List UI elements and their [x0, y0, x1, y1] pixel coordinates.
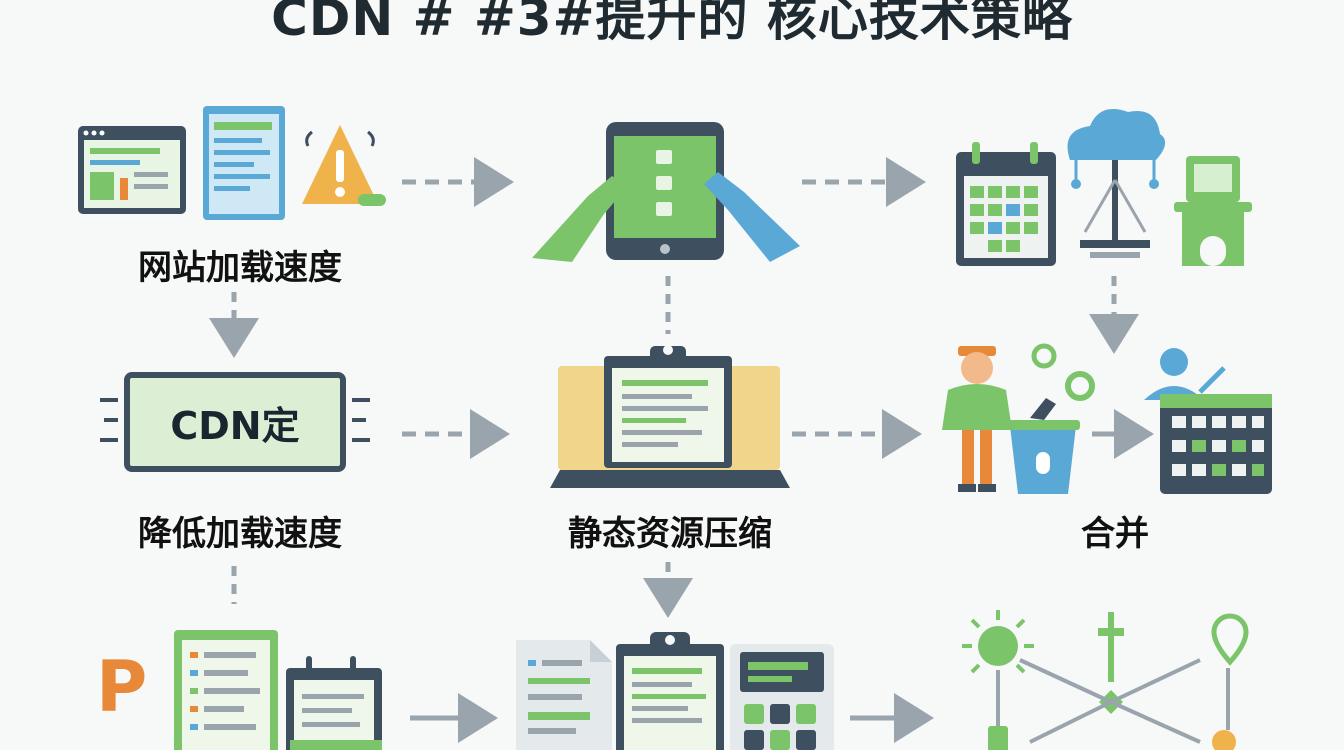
user-calendar-icon [1144, 348, 1272, 494]
label-reduce-speed: 降低加载速度 [138, 514, 342, 554]
letter-p-logo: P [96, 646, 148, 728]
document-page-icon [203, 106, 285, 220]
notepad-icon [286, 656, 382, 750]
cdn-node-label: CDN定 [170, 403, 300, 448]
clipboard-icon [616, 632, 724, 750]
label-website-speed: 网站加载速度 [138, 248, 342, 288]
chip-lines-icon [100, 398, 370, 442]
file-sheet-icon [516, 640, 612, 750]
cdn-node-box: CDN定 [124, 372, 346, 472]
label-static-compress: 静态资源压缩 [568, 514, 772, 554]
monitor-stand-icon [1174, 156, 1252, 266]
tablet-hands-icon [532, 122, 800, 262]
label-merge: 合并 [1081, 514, 1149, 554]
page-title: CDN # #3#提升的 核心技术策略 [271, 0, 1073, 47]
calculator-icon [730, 644, 834, 750]
clipboard-laptop-icon [550, 345, 790, 488]
network-nodes-icon [962, 610, 1249, 750]
person-trash-icon [942, 343, 1095, 494]
warning-bell-icon [302, 125, 386, 206]
calendar-icon [956, 142, 1056, 266]
browser-window-icon [78, 126, 186, 214]
connector-arrows [209, 157, 1154, 743]
document-list-icon [174, 630, 278, 750]
cloud-server-icon [1067, 109, 1166, 258]
